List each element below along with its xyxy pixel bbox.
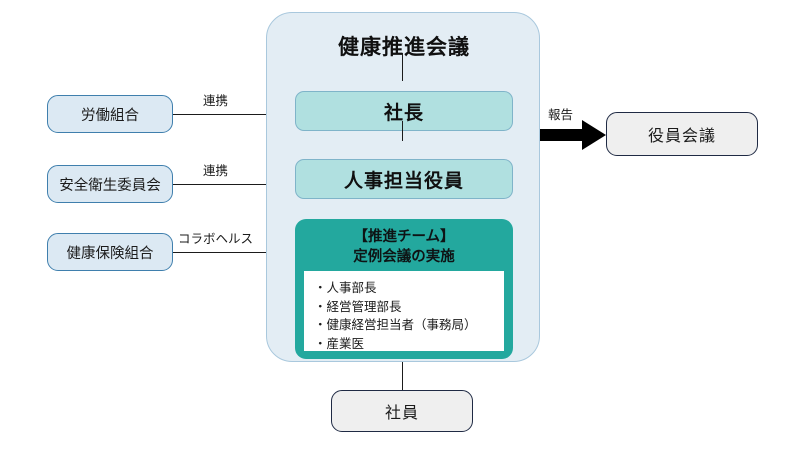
list-item: ・人事部長 [314, 281, 377, 295]
connector-president-to-hr [402, 53, 403, 81]
promotion-team-box: 【推進チーム】 定例会議の実施 ・人事部長 ・経営管理部長 ・健康経営担当者（事… [295, 219, 513, 359]
list-item: ・産業医 [314, 336, 365, 351]
promotion-team-member-list: ・人事部長 ・経営管理部長 ・健康経営担当者（事務局） ・産業医 [304, 271, 504, 351]
role-box-president[interactable]: 社長 [295, 91, 513, 131]
connector-labor-union [173, 114, 266, 115]
list-item: ・経営管理部長 [314, 299, 402, 314]
report-arrow-icon [540, 120, 606, 150]
health-promotion-council-container: 健康推進会議 社長 人事担当役員 【推進チーム】 定例会議の実施 ・人事部長 ・… [266, 12, 540, 362]
promotion-team-heading-line1: 【推進チーム】 [353, 229, 455, 245]
connector-health-insurance [173, 252, 266, 253]
promotion-team-heading: 【推進チーム】 定例会議の実施 [295, 227, 513, 267]
partner-box-health-insurance-association[interactable]: 健康保険組合 [47, 233, 173, 271]
partner-box-safety-health-committee[interactable]: 安全衛生委員会 [47, 165, 173, 203]
role-box-hr-executive[interactable]: 人事担当役員 [295, 159, 513, 199]
employee-box[interactable]: 社員 [331, 390, 473, 432]
edge-label-union-renkei: 連携 [203, 94, 229, 108]
connector-safety-committee [173, 184, 266, 185]
edge-label-report: 報告 [548, 108, 574, 122]
connector-hr-to-team [402, 121, 403, 141]
connector-council-to-employee [402, 362, 403, 390]
promotion-team-heading-line2: 定例会議の実施 [353, 249, 455, 265]
council-title: 健康推進会議 [338, 36, 470, 59]
exec-board-box[interactable]: 役員会議 [606, 112, 758, 156]
list-item: ・健康経営担当者（事務局） [314, 318, 477, 332]
edge-label-safety-renkei: 連携 [203, 164, 229, 178]
partner-box-labor-union[interactable]: 労働組合 [47, 95, 173, 133]
edge-label-collabo-health: コラボヘルス [178, 232, 254, 246]
